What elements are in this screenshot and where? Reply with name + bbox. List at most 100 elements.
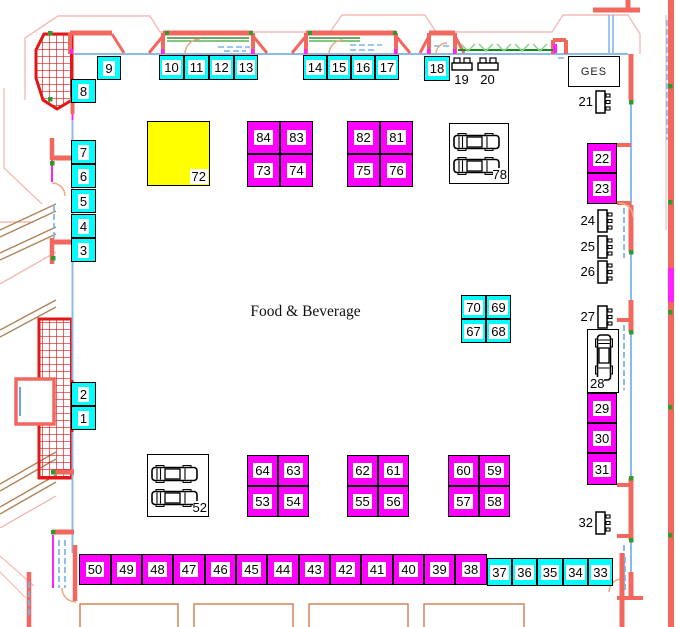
booth-36[interactable]: 36 xyxy=(512,558,537,586)
booth-35[interactable]: 35 xyxy=(537,558,563,586)
booth-69[interactable]: 69 xyxy=(486,295,511,319)
booth-44[interactable]: 44 xyxy=(267,554,299,585)
car-icon xyxy=(453,132,500,151)
booth-label: 21 xyxy=(578,93,593,109)
booth-32[interactable]: 32 xyxy=(573,510,611,535)
booth-20[interactable]: 20 xyxy=(475,57,500,90)
booth-16[interactable]: 16 xyxy=(351,55,375,80)
booth-14[interactable]: 14 xyxy=(303,55,327,80)
booth-1[interactable]: 1 xyxy=(71,406,96,430)
booth-42[interactable]: 42 xyxy=(330,554,361,585)
booth-21[interactable]: 21 xyxy=(573,89,611,114)
booth-64[interactable]: 64 xyxy=(247,455,278,486)
booth-label: 40 xyxy=(399,562,418,577)
booth-39[interactable]: 39 xyxy=(424,554,455,585)
booth-70[interactable]: 70 xyxy=(461,295,486,319)
booth-label: 17 xyxy=(377,60,397,75)
booth-3[interactable]: 3 xyxy=(71,238,96,262)
booth-15[interactable]: 15 xyxy=(327,55,351,80)
booth-label: 39 xyxy=(430,562,449,577)
booth-label: 58 xyxy=(485,494,504,509)
booth-73[interactable]: 73 xyxy=(247,154,280,187)
booth-label: 73 xyxy=(254,163,273,178)
booth-22[interactable]: 22 xyxy=(587,143,617,173)
booth-81[interactable]: 81 xyxy=(380,121,413,154)
booth-7[interactable]: 7 xyxy=(71,140,96,164)
booth-28[interactable]: 28 xyxy=(587,329,619,393)
booth-27[interactable]: 27 xyxy=(575,304,613,329)
booth-47[interactable]: 47 xyxy=(173,554,205,585)
booth-38[interactable]: 38 xyxy=(455,554,487,585)
booth-23[interactable]: 23 xyxy=(587,173,617,204)
booth-label: 19 xyxy=(454,72,469,87)
booth-label: 83 xyxy=(287,130,306,145)
booth-26[interactable]: 26 xyxy=(575,259,613,284)
booth-53[interactable]: 53 xyxy=(247,486,278,517)
booth-10[interactable]: 10 xyxy=(159,55,184,80)
booth-83[interactable]: 83 xyxy=(280,121,313,154)
booth-54[interactable]: 54 xyxy=(278,486,309,517)
booth-62[interactable]: 62 xyxy=(347,455,378,486)
booth-8[interactable]: 8 xyxy=(71,79,96,103)
booth-30[interactable]: 30 xyxy=(587,423,617,453)
booth-34[interactable]: 34 xyxy=(563,558,588,586)
booth-label: 82 xyxy=(354,130,373,145)
booth-48[interactable]: 48 xyxy=(142,554,173,585)
car-icon xyxy=(151,488,198,507)
booth-label: 23 xyxy=(592,181,612,196)
booth-2[interactable]: 2 xyxy=(71,382,96,406)
booth-49[interactable]: 49 xyxy=(111,554,142,585)
booth-label: 54 xyxy=(284,494,303,509)
booth-40[interactable]: 40 xyxy=(393,554,424,585)
booth-13[interactable]: 13 xyxy=(234,55,258,80)
booth-74[interactable]: 74 xyxy=(280,154,313,187)
booth-61[interactable]: 61 xyxy=(378,455,409,486)
booth-57[interactable]: 57 xyxy=(448,486,479,517)
booth-25[interactable]: 25 xyxy=(575,234,613,259)
booth-6[interactable]: 6 xyxy=(71,164,96,188)
booth-label: 27 xyxy=(580,308,595,324)
booth-18[interactable]: 18 xyxy=(424,56,450,81)
booth-82[interactable]: 82 xyxy=(347,121,380,154)
booth-29[interactable]: 29 xyxy=(587,393,617,423)
booth-11[interactable]: 11 xyxy=(184,55,209,80)
booth-label: 75 xyxy=(354,163,373,178)
booth-9[interactable]: 9 xyxy=(97,56,121,80)
booth-45[interactable]: 45 xyxy=(236,554,267,585)
booth-67[interactable]: 67 xyxy=(461,319,486,343)
booth-41[interactable]: 41 xyxy=(361,554,393,585)
booth-31[interactable]: 31 xyxy=(587,453,617,485)
booth-19[interactable]: 19 xyxy=(449,57,474,90)
booth-59[interactable]: 59 xyxy=(479,455,510,486)
booth-24[interactable]: 24 xyxy=(575,208,613,233)
booth-label: 30 xyxy=(592,430,612,446)
booth-68[interactable]: 68 xyxy=(486,319,511,343)
booth-17[interactable]: 17 xyxy=(375,55,399,80)
booth-60[interactable]: 60 xyxy=(448,455,479,486)
car-icon xyxy=(595,334,613,382)
booth-43[interactable]: 43 xyxy=(299,554,330,585)
booth-58[interactable]: 58 xyxy=(479,486,510,517)
booth-84[interactable]: 84 xyxy=(247,121,280,154)
booth-4[interactable]: 4 xyxy=(71,214,96,238)
booth-33[interactable]: 33 xyxy=(588,558,613,586)
booth-5[interactable]: 5 xyxy=(71,189,96,213)
car-icon xyxy=(595,334,613,381)
booth-76[interactable]: 76 xyxy=(380,154,413,187)
booth-52[interactable]: 52 xyxy=(147,454,209,517)
booth-75[interactable]: 75 xyxy=(347,154,380,187)
booth-55[interactable]: 55 xyxy=(347,486,378,517)
booth-37[interactable]: 37 xyxy=(487,558,512,586)
booth-63[interactable]: 63 xyxy=(278,455,309,486)
booth-78[interactable]: 78 xyxy=(449,123,509,184)
table-icon xyxy=(595,89,611,114)
booth-12[interactable]: 12 xyxy=(209,55,234,80)
booth-46[interactable]: 46 xyxy=(205,554,236,585)
booth-72[interactable]: 72 xyxy=(147,121,210,186)
booth-label: 53 xyxy=(253,494,272,509)
booth-label: 10 xyxy=(162,60,181,75)
booth-56[interactable]: 56 xyxy=(378,486,409,517)
booth-label: 33 xyxy=(591,564,610,580)
booth-50[interactable]: 50 xyxy=(79,554,111,585)
booth-label: 44 xyxy=(273,562,293,577)
